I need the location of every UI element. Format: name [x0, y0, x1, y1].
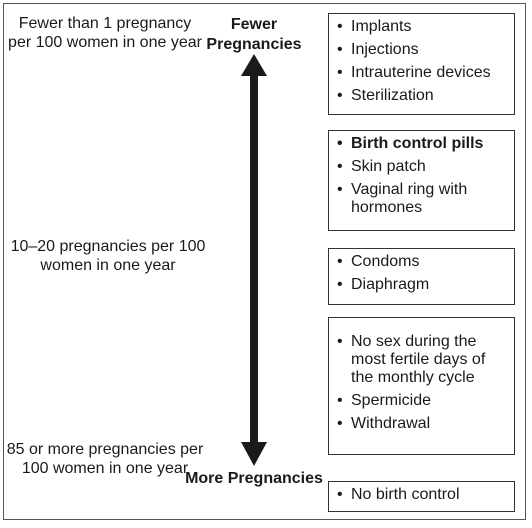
- method-birth-control-pills: Birth control pills: [337, 135, 508, 153]
- group-hormonal: Birth control pills Skin patch Vaginal r…: [328, 130, 515, 231]
- method-skin-patch: Skin patch: [337, 158, 508, 176]
- group-none: No birth control: [328, 481, 515, 512]
- group-barrier: Condoms Diaphragm: [328, 248, 515, 305]
- group-behavioral: No sex during the most fertile days of t…: [328, 317, 515, 455]
- method-injections: Injections: [337, 41, 508, 59]
- arrow-up-head: [241, 54, 267, 76]
- method-condoms: Condoms: [337, 253, 508, 271]
- arrow-shaft: [250, 74, 258, 446]
- method-diaphragm: Diaphragm: [337, 276, 508, 294]
- arrow-top-label: Fewer Pregnancies: [206, 16, 302, 53]
- method-spermicide: Spermicide: [337, 392, 508, 410]
- method-intrauterine-devices: Intrauterine devices: [337, 64, 508, 82]
- method-vaginal-ring: Vaginal ring with hormones: [337, 181, 508, 217]
- method-withdrawal: Withdrawal: [337, 415, 508, 433]
- method-sterilization: Sterilization: [337, 87, 508, 105]
- label-fewer-than-1: Fewer than 1 pregnancy per 100 women in …: [8, 15, 202, 51]
- method-fertility-awareness: No sex during the most fertile days of t…: [337, 333, 508, 387]
- method-no-birth-control: No birth control: [337, 486, 508, 504]
- arrow-down-head: [241, 442, 267, 466]
- group-most-effective: Implants Injections Intrauterine devices…: [328, 13, 515, 115]
- label-85-or-more: 85 or more pregnancies per 100 women in …: [6, 441, 204, 477]
- double-headed-arrow: [241, 54, 267, 466]
- arrow-bottom-label: More Pregnancies: [185, 470, 323, 487]
- method-implants: Implants: [337, 18, 508, 36]
- label-10-20: 10–20 pregnancies per 100 women in one y…: [10, 238, 206, 274]
